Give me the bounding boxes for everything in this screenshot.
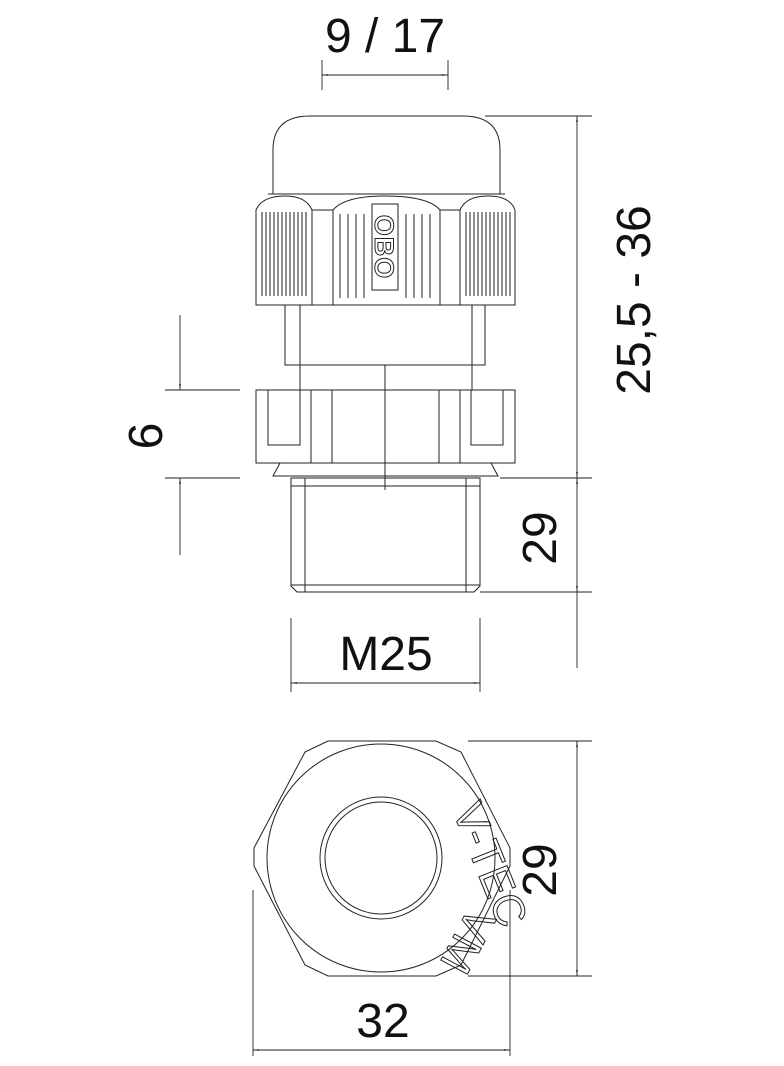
hex-flats-label: 29 [514,843,567,896]
dimension-height-range: 25,5 - 36 [480,115,661,593]
dimension-hex-width: 32 [252,890,511,1056]
cable-range-label: 9 / 17 [325,10,445,63]
knurled-ring: OBO [255,195,516,306]
dimension-thread-height: 29 [514,478,578,668]
height-range-label: 25,5 - 36 [608,205,661,394]
dimension-6: 6 [120,315,240,555]
side-height-label: 29 [514,511,567,564]
knurl-ridges [261,212,511,298]
obo-logo: OBO [369,203,400,291]
dimension-6-label: 6 [120,423,173,450]
hex-width-label: 32 [356,995,409,1048]
thread-body [290,477,481,593]
side-view: OBO [255,115,516,593]
dimension-thread: M25 [290,618,481,692]
top-view: V-TEC VM [253,740,537,982]
hex-nut [253,740,511,977]
body-neck [284,304,486,366]
thread-label: M25 [339,628,432,681]
dimension-cable-range: 9 / 17 [321,10,449,90]
brand-logo-text: OBO [369,215,399,280]
dome-cap [272,115,501,194]
dimension-hex-flats: 29 [468,740,592,977]
flange [272,462,499,477]
lower-nut [255,389,516,464]
